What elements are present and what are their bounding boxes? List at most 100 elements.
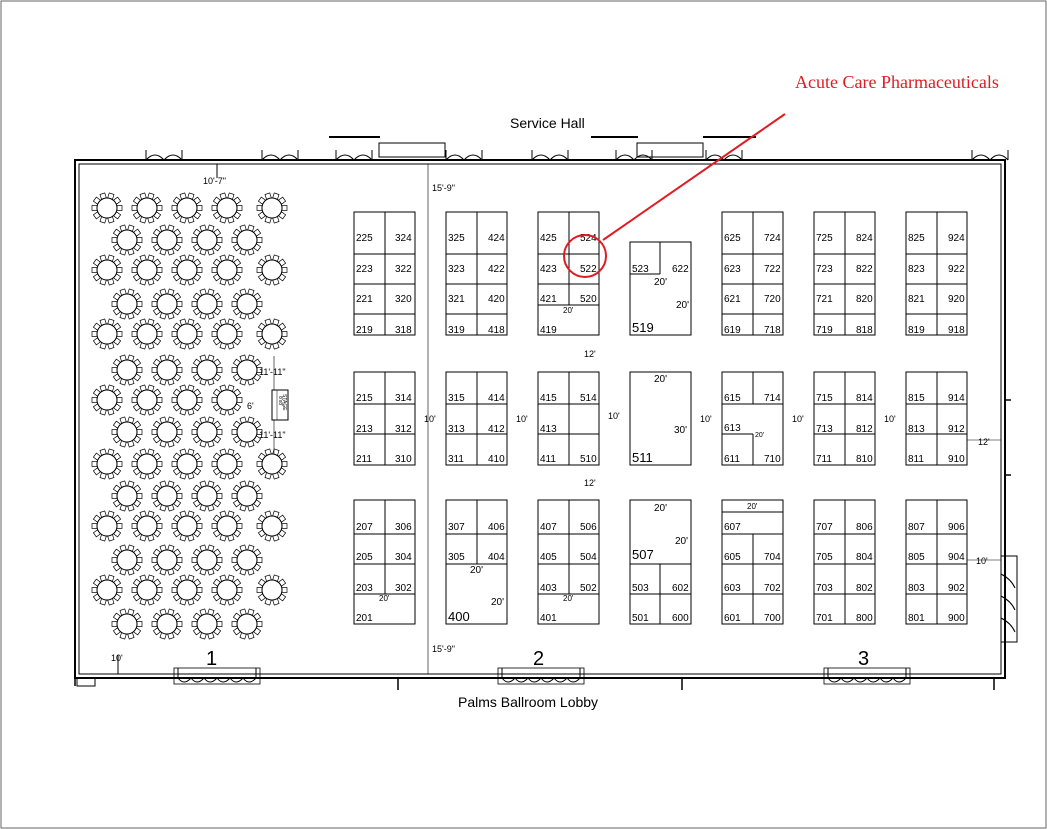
booth-block-600-700-top[interactable] [721,211,784,336]
door-3-label: 3 [858,648,869,670]
booth-numbers: 225 324 223 322 221 320 219 318 325 424 … [356,233,965,624]
booth-number: 205 [356,552,373,563]
booth-block-400-500-mid[interactable] [537,371,600,466]
stage-label: STAGE [281,394,287,411]
booth-number: 615 [724,393,741,404]
dimension-bottom-left: 10' [111,653,123,663]
booth-number: 719 [816,325,833,336]
booth-number: 501 [632,613,649,624]
round-table [91,254,123,286]
dimension-right-2: 10' [976,556,988,566]
booth-number: 419 [540,325,557,336]
stage-dim-below: 11'-11" [259,430,286,440]
booth-number: 714 [764,393,781,404]
booth-number: 313 [448,424,465,435]
booth-number: 600 [672,613,689,624]
booth-block-800-900-bottom[interactable] [905,499,968,625]
booth-blocks [353,211,968,625]
booth-number: 605 [724,552,741,563]
booth-block-200-300-top[interactable] [353,211,416,336]
booth-dimension: 20' [654,277,667,288]
booth-number: 803 [908,583,925,594]
booth-number: 511 [632,450,653,465]
booth-number: 701 [816,613,833,624]
booth-dimension: 20' [491,597,504,608]
booth-dimension: 20' [563,594,574,603]
booth-number: 718 [764,325,781,336]
booth-dimension: 20' [654,503,667,514]
round-table [111,354,143,386]
booth-number: 211 [356,454,372,465]
booth-block-700-800-top[interactable] [813,211,876,336]
round-table [131,510,163,542]
round-table [256,192,288,224]
booth-number: 914 [948,393,965,404]
booth-number: 622 [672,264,689,275]
booth-block-400-500-top[interactable] [537,211,600,336]
round-table [256,574,288,606]
booth-number: 420 [488,294,505,305]
round-table [91,192,123,224]
door-1-label: 1 [206,648,217,670]
booth-number: 805 [908,552,925,563]
dimension-col-gap: 10' [608,411,620,421]
booth-number: 821 [908,294,925,305]
booth-number: 702 [764,583,781,594]
booth-block-800-900-top[interactable] [905,211,968,336]
round-table [256,318,288,350]
booth-block-200-300-bottom[interactable] [353,499,416,625]
booth-block-500-600-top[interactable] [629,241,692,336]
booth-number: 219 [356,325,373,336]
booth-block-300-400-bottom[interactable] [445,499,508,625]
service-hall-label: Service Hall [510,115,585,131]
round-table [211,192,243,224]
round-table [171,192,203,224]
booth-number: 514 [580,393,597,404]
banquet-tables [91,192,288,640]
booth-number: 818 [856,325,873,336]
booth-block-600-700-bottom[interactable] [721,499,784,625]
booth-number: 912 [948,424,965,435]
booth-number: 407 [540,522,557,533]
booth-block-511[interactable] [629,371,692,466]
booth-number: 902 [948,583,965,594]
booth-number: 910 [948,454,965,465]
door-swings [145,150,1009,685]
booth-number: 815 [908,393,925,404]
round-table [231,354,263,386]
booth-number: 410 [488,454,505,465]
booth-dimension: 20' [563,306,574,315]
round-table [231,544,263,576]
booth-block-700-800-mid[interactable] [813,371,876,466]
booth-block-800-900-mid[interactable] [905,371,968,466]
booth-number: 724 [764,233,781,244]
booth-number: 906 [948,522,965,533]
booth-number: 800 [856,613,873,624]
booth-block-400-500-bottom[interactable] [537,499,600,625]
booth-block-300-400-mid[interactable] [445,371,508,466]
dimension-lines [967,439,1001,561]
booth-number: 824 [856,233,873,244]
round-table [211,510,243,542]
round-table [131,448,163,480]
round-table [171,384,203,416]
round-table [91,384,123,416]
booth-number: 812 [856,424,873,435]
round-table [231,480,263,512]
booth-block-500-600-bottom[interactable] [629,499,692,625]
round-table [151,354,183,386]
booth-number: 215 [356,393,373,404]
booth-number: 424 [488,233,505,244]
booth-block-600-700-mid[interactable] [721,371,784,466]
round-table [131,574,163,606]
booth-number: 811 [908,454,924,465]
booth-block-700-800-bottom[interactable] [813,499,876,625]
round-table [191,544,223,576]
booth-block-200-300-mid[interactable] [353,371,416,466]
booth-number: 315 [448,393,465,404]
dimension-labels: 10'-7" 15'-9" 10' 15'-9" 12' 12' 10' 10'… [111,176,990,663]
booth-block-300-400-top[interactable] [445,211,508,336]
booth-number: 414 [488,393,505,404]
round-table [256,254,288,286]
